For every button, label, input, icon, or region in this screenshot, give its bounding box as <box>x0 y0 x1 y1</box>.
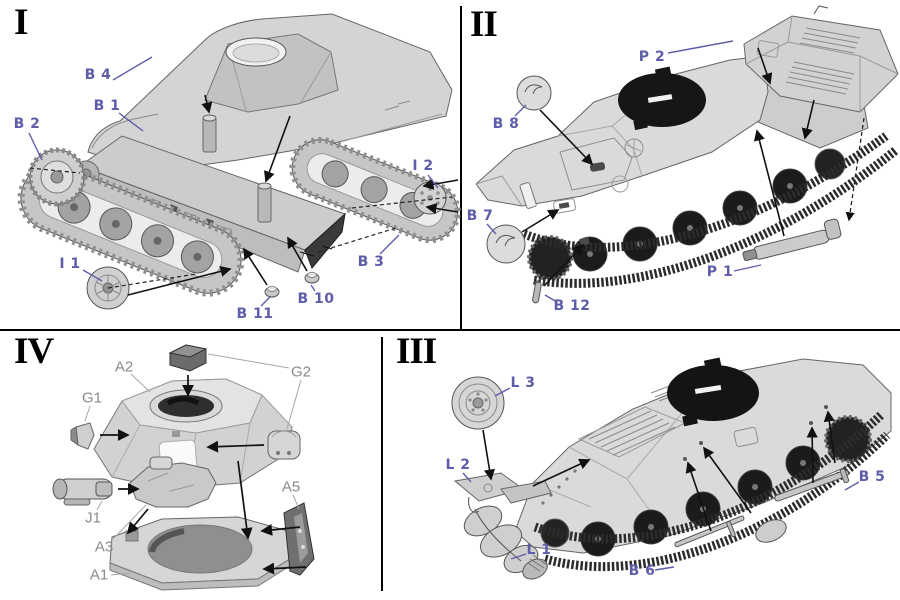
panel-step-3: III L 3 L 2 L 1 B 5 B 6 <box>383 331 900 600</box>
divider-horizontal <box>0 329 900 331</box>
part-label-a5: A5 <box>281 478 301 496</box>
divider-vertical-top <box>460 6 462 329</box>
part-label-j1: J1 <box>85 509 101 527</box>
part-label-b4: B 4 <box>84 67 112 83</box>
panel-2-numeral: II <box>470 4 498 45</box>
part-label-i1: I 1 <box>59 256 81 272</box>
part-label-g2: G2 <box>290 363 312 381</box>
divider-vertical-bottom <box>381 337 383 591</box>
panel-1-illustration <box>17 13 461 310</box>
part-label-p1: P 1 <box>706 264 734 280</box>
part-label-l3: L 3 <box>510 375 536 391</box>
part-label-b2: B 2 <box>13 116 41 132</box>
part-label-a3: A3 <box>94 538 114 556</box>
panel-4-numeral: IV <box>14 331 54 372</box>
part-label-i2: I 2 <box>412 158 434 174</box>
part-label-b8: B 8 <box>492 116 520 132</box>
part-label-l2: L 2 <box>445 457 471 473</box>
panel-3-illustration <box>451 357 892 580</box>
part-label-b1: B 1 <box>93 98 121 114</box>
part-label-a2: A2 <box>114 358 134 376</box>
part-label-b5: B 5 <box>858 469 886 485</box>
part-label-b3: B 3 <box>357 254 385 270</box>
part-label-l1: L 1 <box>526 542 552 558</box>
panel-step-1: I B 4 B 1 B 2 I 2 I 1 B 3 B 10 B 11 <box>0 0 462 330</box>
part-label-p2: P 2 <box>638 49 666 65</box>
part-label-b6: B 6 <box>628 563 656 579</box>
part-label-a1: A1 <box>89 566 109 584</box>
part-label-g1: G1 <box>81 389 103 407</box>
panel-3-numeral: III <box>396 331 437 372</box>
part-label-b10: B 10 <box>297 291 335 307</box>
part-label-b11: B 11 <box>236 306 274 322</box>
part-label-b12: B 12 <box>553 298 591 314</box>
panel-2-illustration <box>475 5 899 304</box>
panel-1-numeral: I <box>14 2 28 43</box>
part-label-b7: B 7 <box>466 208 494 224</box>
panel-4-illustration <box>52 344 315 591</box>
panel-step-2: II P 2 B 8 B 7 P 1 B 12 <box>462 0 900 330</box>
